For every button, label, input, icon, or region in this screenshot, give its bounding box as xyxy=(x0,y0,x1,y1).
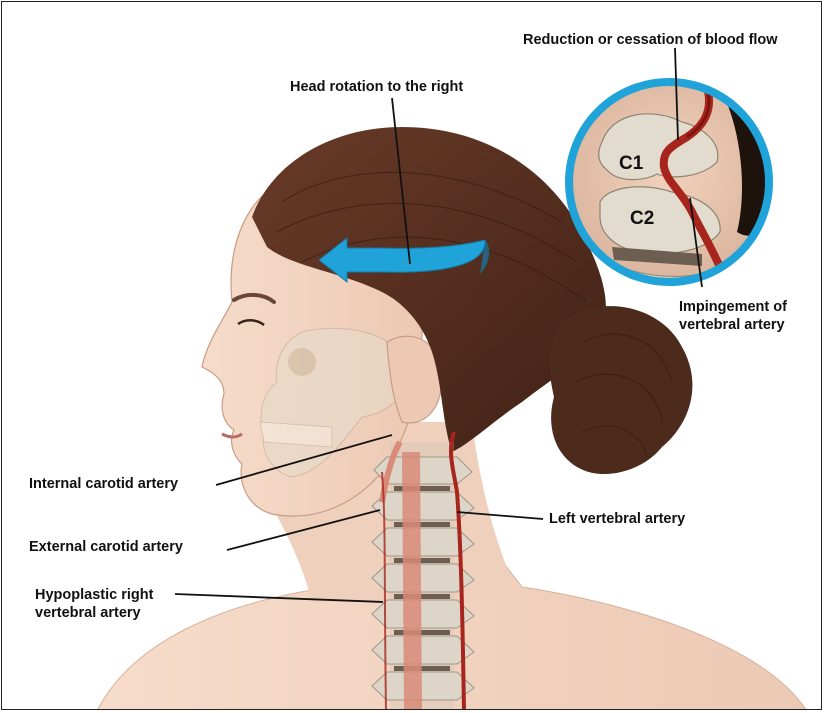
hair-bun xyxy=(549,306,692,474)
carotid-artery xyxy=(402,452,422,710)
impingement-label-line1: Impingement of xyxy=(679,298,787,316)
impingement-label-line2: vertebral artery xyxy=(679,316,787,334)
reduction-label: Reduction or cessation of blood flow xyxy=(523,32,778,49)
hypoplastic-label: Hypoplastic right vertebral artery xyxy=(35,586,153,622)
external-carotid-label: External carotid artery xyxy=(29,539,183,556)
hypoplastic-label-line2: vertebral artery xyxy=(35,604,153,622)
left-vertebral-label: Left vertebral artery xyxy=(549,511,685,528)
head-rotation-label: Head rotation to the right xyxy=(290,79,463,96)
c1-label: C1 xyxy=(619,153,644,174)
hypoplastic-label-line1: Hypoplastic right xyxy=(35,586,153,604)
impingement-label: Impingement of vertebral artery xyxy=(679,298,787,334)
internal-carotid-label: Internal carotid artery xyxy=(29,476,178,493)
c2-label: C2 xyxy=(630,208,654,229)
